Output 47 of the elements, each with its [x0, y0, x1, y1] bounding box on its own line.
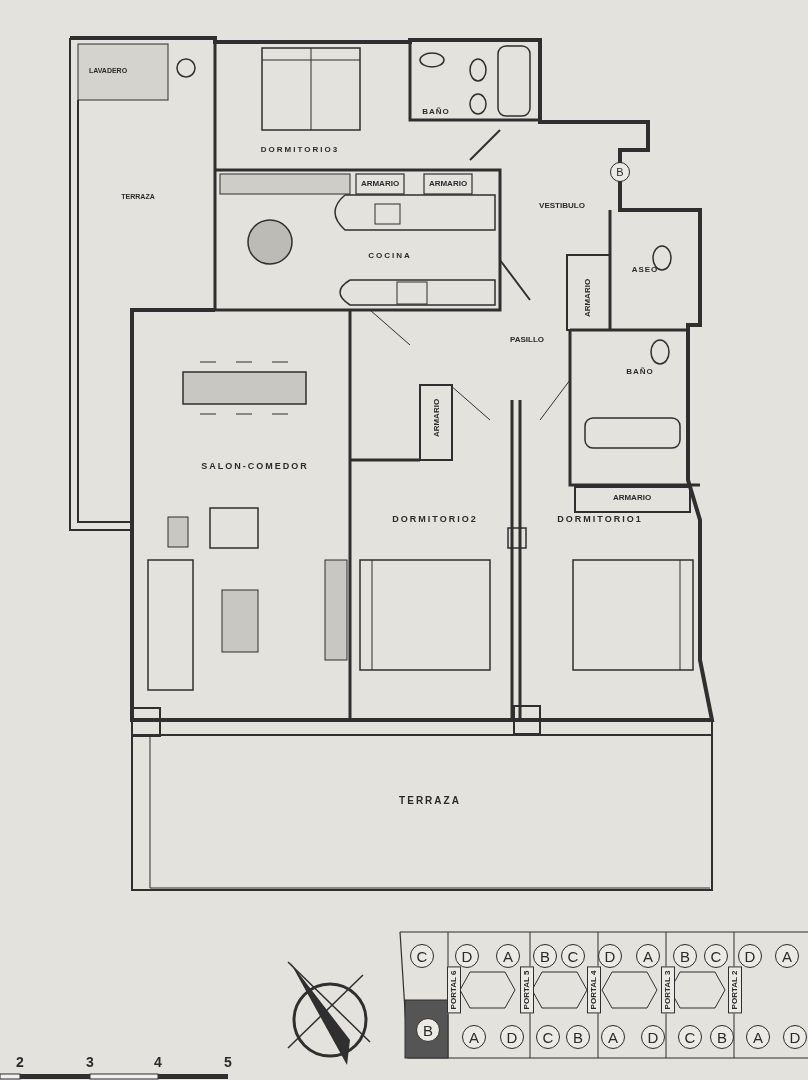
room-label: DORMITORIO2: [392, 514, 478, 524]
unit-letter-circle: B: [710, 1025, 734, 1049]
room-label: SALON-COMEDOR: [201, 461, 309, 471]
room-label: BAÑO: [626, 368, 654, 376]
room-label: ARMARIO: [360, 180, 400, 188]
portal-label: PORTAL 4: [587, 966, 601, 1014]
unit-letter-circle: D: [783, 1025, 807, 1049]
room-label: ASEO: [631, 266, 659, 274]
room-label: ARMARIO: [433, 398, 441, 438]
unit-letter-circle: B: [566, 1025, 590, 1049]
scale-number: 5: [224, 1055, 232, 1069]
unit-letter-circle: D: [598, 944, 622, 968]
unit-letter-circle: D: [738, 944, 762, 968]
unit-letter-circle: B: [533, 944, 557, 968]
unit-letter-circle: A: [496, 944, 520, 968]
unit-letter-circle: C: [561, 944, 585, 968]
room-label: PASILLO: [509, 336, 545, 344]
room-label: VESTIBULO: [539, 202, 585, 210]
unit-letter-circle: A: [746, 1025, 770, 1049]
portal-label: PORTAL 3: [661, 966, 675, 1014]
unit-letter-circle: B: [610, 162, 630, 182]
room-label: DORMITORIO3: [260, 146, 340, 154]
room-label: DORMITORIO1: [557, 514, 643, 524]
unit-letter-circle: D: [455, 944, 479, 968]
room-label: ARMARIO: [612, 494, 652, 502]
unit-letter-circle: C: [678, 1025, 702, 1049]
room-label: ARMARIO: [584, 278, 592, 318]
scale-number: 2: [16, 1055, 24, 1069]
room-label: COCINA: [368, 252, 412, 260]
room-label: BAÑO: [422, 108, 450, 116]
unit-letter-circle: A: [775, 944, 799, 968]
portal-label: PORTAL 2: [728, 966, 742, 1014]
room-label: ARMARIO: [428, 180, 468, 188]
room-label: TERRAZA: [399, 796, 461, 806]
unit-letter-circle: C: [536, 1025, 560, 1049]
scale-number: 3: [86, 1055, 94, 1069]
unit-letter-circle: B: [673, 944, 697, 968]
portal-label: PORTAL 5: [520, 966, 534, 1014]
scale-number: 4: [154, 1055, 162, 1069]
unit-letter-circle: C: [704, 944, 728, 968]
unit-letter-circle: A: [462, 1025, 486, 1049]
unit-letter-circle: D: [641, 1025, 665, 1049]
unit-letter-circle: A: [601, 1025, 625, 1049]
unit-letter-circle: D: [500, 1025, 524, 1049]
unit-letter-circle: A: [636, 944, 660, 968]
unit-letter-circle: C: [410, 944, 434, 968]
portal-label: PORTAL 6: [447, 966, 461, 1014]
